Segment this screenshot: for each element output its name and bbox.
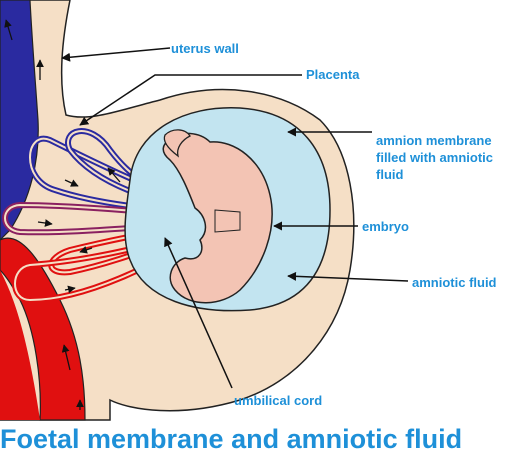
embryo-head	[163, 129, 191, 158]
maternal-vein	[0, 0, 39, 241]
umbilical-cord	[214, 209, 241, 233]
label-amnion-membrane: amnion membrane filled with amniotic flu…	[376, 133, 494, 182]
label-embryo: embryo	[362, 219, 409, 234]
diagram-caption: Foetal membrane and amniotic fluid	[0, 424, 463, 454]
maternal-artery-lower	[0, 270, 40, 420]
label-pointers	[61, 47, 409, 389]
label-amniotic-fluid: amniotic fluid	[412, 275, 497, 290]
label-placenta: Placenta	[306, 67, 360, 82]
label-umbilical-cord: umbilical cord	[234, 393, 323, 408]
label-uterus-wall: uterus wall	[171, 41, 239, 56]
flow-arrows	[4, 19, 121, 410]
